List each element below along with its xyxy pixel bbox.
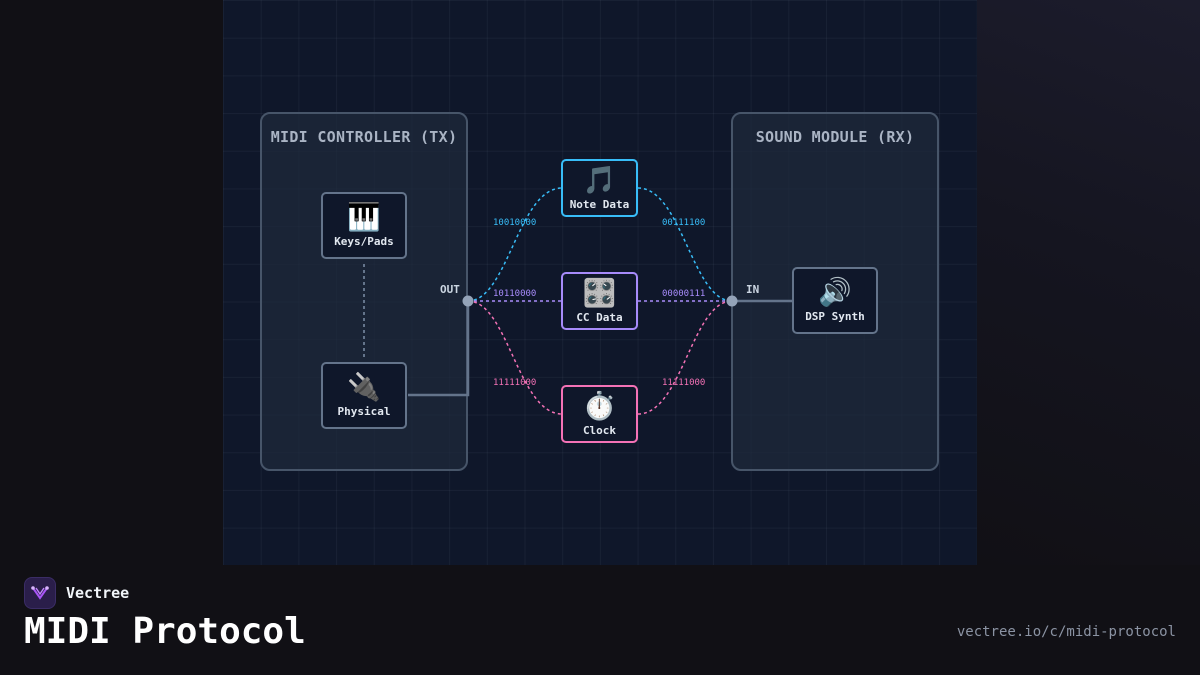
edge-label-clock-out: 11111000 [662, 378, 706, 388]
node-label-clock: Clock [582, 423, 617, 437]
node-label-physical: Physical [337, 405, 391, 418]
node-dsp-synth[interactable]: 🔊 DSP Synth [792, 267, 878, 334]
wire-clock-in [467, 300, 563, 415]
out-port-dot [462, 295, 474, 307]
node-note-data[interactable]: 🎵 Note Data [561, 159, 638, 217]
edge-label-note-out: 00111100 [662, 218, 706, 228]
node-label-cc-data: CC Data [576, 310, 623, 324]
stopwatch-icon: ⏱️ [582, 390, 617, 422]
node-clock[interactable]: ⏱️ Clock [561, 385, 638, 443]
node-cc-data[interactable]: 🎛️ CC Data [561, 272, 638, 330]
node-physical[interactable]: 🔌 Physical [321, 362, 407, 429]
brand[interactable]: Vectree [24, 577, 129, 609]
wire-physical-out [408, 301, 470, 397]
in-port-dot [726, 295, 738, 307]
group-title-tx: MIDI CONTROLLER (TX) [270, 128, 458, 146]
group-title-rx: SOUND MODULE (RX) [755, 128, 915, 146]
diagram-canvas: MIDI CONTROLLER (TX) SOUND MODULE (RX) O… [223, 0, 977, 565]
in-port-label: IN [746, 283, 760, 296]
brand-name: Vectree [66, 584, 130, 602]
background-gradient [977, 0, 1200, 565]
wire-clock-out [637, 300, 733, 415]
wire-note-out [637, 187, 733, 302]
group-sound-module: SOUND MODULE (RX) [731, 112, 939, 471]
edge-label-note-in: 10010000 [493, 218, 537, 228]
out-port-label: OUT [440, 283, 460, 296]
edge-label-cc-in: 10110000 [493, 289, 537, 299]
speaker-icon: 🔊 [818, 277, 852, 308]
edge-label-cc-out: 00000111 [662, 289, 706, 299]
vectree-logo-icon [24, 577, 56, 609]
wire-note-in [467, 187, 563, 302]
piano-keys-icon: 🎹 [347, 202, 381, 233]
node-label-note-data: Note Data [569, 197, 630, 211]
node-label-keys-pads: Keys/Pads [334, 235, 394, 248]
page-title: MIDI Protocol [24, 611, 306, 652]
control-knobs-icon: 🎛️ [582, 277, 617, 309]
music-note-icon: 🎵 [582, 164, 617, 196]
node-keys-pads[interactable]: 🎹 Keys/Pads [321, 192, 407, 259]
plug-icon: 🔌 [347, 372, 381, 403]
node-label-dsp-synth: DSP Synth [805, 310, 865, 323]
page-url[interactable]: vectree.io/c/midi-protocol [956, 624, 1176, 640]
edge-label-clock-in: 11111000 [493, 378, 537, 388]
connection-wires [363, 187, 792, 415]
